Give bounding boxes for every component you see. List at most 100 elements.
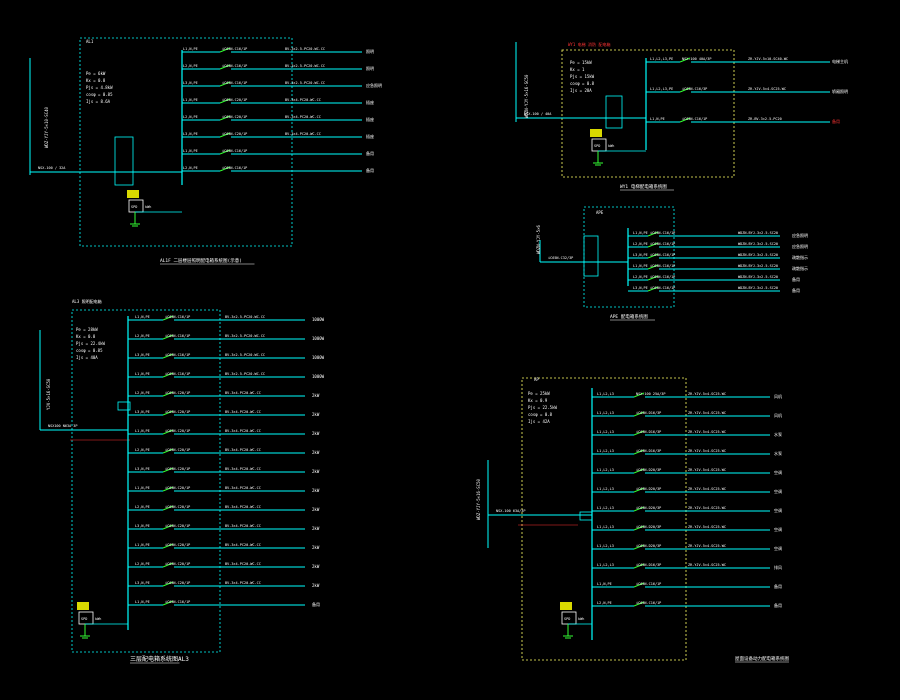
panel-param: cosφ = 0.85 (76, 348, 103, 353)
branch-phase: L1,N,PE (183, 149, 198, 153)
branch-phase: L3,N,PE (135, 353, 150, 357)
branch-cable: ZR-YJV-5×4-SC25-WC (688, 544, 726, 548)
branch-load: 疏散指示 (792, 265, 808, 271)
panel-title: AL1F 二层楼层照明配电箱系统图(示意) (160, 257, 242, 264)
breaker-symbol (633, 563, 645, 569)
panel-param: Pe = 15kW (570, 60, 592, 65)
breaker-symbol (162, 410, 174, 416)
breaker-symbol (162, 315, 174, 321)
branch-breaker: NSX-100 40A/3P (682, 57, 712, 61)
branch-load: 应急照明 (792, 232, 808, 238)
branch-load: 2kW (312, 564, 320, 569)
branch-phase: L1,L2,L3 (597, 544, 614, 548)
branch-cable: BV-3×4-PC20-WC.CC (225, 562, 261, 566)
breaker-symbol (633, 392, 645, 398)
panel-param: Pe = 25kW (528, 391, 550, 396)
breaker-symbol (162, 600, 174, 606)
breaker-symbol (162, 353, 174, 359)
panel-param: Kx = 0.9 (528, 398, 548, 403)
branch-breaker: iC65N-C16/1P (222, 64, 247, 68)
branch-phase: L2,N,PE (135, 505, 150, 509)
breaker-symbol (633, 506, 645, 512)
branch-load: 照明 (366, 66, 374, 71)
branch-breaker: iC65N-C20/1P (222, 115, 247, 119)
breaker-symbol (162, 486, 174, 492)
branch-breaker: iC65N-C16/1P (682, 117, 707, 121)
breaker-symbol (219, 115, 231, 121)
branch-cable: BV-3×4-PC20-WC.CC (285, 115, 321, 119)
breaker-symbol (633, 411, 645, 417)
branch-load: 2kW (312, 545, 320, 550)
breaker-symbol (162, 524, 174, 530)
breaker-symbol (162, 429, 174, 435)
panel-frame (71, 309, 221, 653)
branch-load: 1000W (312, 336, 325, 341)
branch-phase: L1,L2,L3 (597, 525, 614, 529)
breaker-symbol (162, 543, 174, 549)
branch-load: 备用 (792, 287, 800, 293)
branch-phase: L2,N,PE (597, 601, 612, 605)
branch-phase: L1,L2,L3,PE (650, 57, 673, 61)
branch-cable: ZR-YJV-5×4-SC25-WC (688, 392, 726, 396)
panel-param: Ijs = 42A (528, 419, 550, 424)
branch-phase: L2,N,PE (633, 242, 648, 246)
panel-param: Ijs = 8.6A (86, 99, 111, 104)
spd-label: SPD (594, 144, 600, 148)
branch-load: 备用 (774, 583, 782, 589)
branch-load: 2kW (312, 488, 320, 493)
spd-tag (590, 129, 602, 137)
breaker-symbol (219, 81, 231, 87)
branch-load: 电梯主机 (832, 58, 848, 64)
spd-label: SPD (564, 617, 570, 621)
breaker-symbol (162, 505, 174, 511)
branch-cable: ZR-YJV-5×4-SC25-WC (748, 87, 786, 91)
breaker-symbol (633, 487, 645, 493)
branch-breaker: iC65N-D16/3P (636, 449, 661, 453)
main-switch-box (114, 136, 134, 186)
breaker-symbol (647, 253, 659, 259)
panel-title: APE 配电箱系统图 (610, 313, 648, 320)
breaker-symbol (162, 391, 174, 397)
branch-load: 2kW (312, 469, 320, 474)
branch-breaker: NSX-100 25A/3P (636, 392, 666, 396)
branch-phase: L3,N,PE (183, 81, 198, 85)
panel-header: WY1 电梯 消防 配电箱 (568, 41, 610, 47)
panel-param: Pjs = 22.4kW (76, 341, 105, 346)
breaker-symbol (633, 582, 645, 588)
branch-breaker: iC65N-C16/1P (165, 315, 190, 319)
breaker-symbol (647, 286, 659, 292)
spd-label: SPD (81, 617, 87, 621)
branch-load: 轿厢照明 (832, 88, 848, 94)
branch-cable: ZR-YJV-5×4-SC25-WC (688, 430, 726, 434)
panel-param: Kx = 1 (570, 67, 585, 72)
breaker-symbol (633, 601, 645, 607)
branch-cable: WDZN-BYJ-3×2.5-SC20 (738, 264, 778, 268)
branch-breaker: iC65N-C20/1P (165, 448, 190, 452)
main-switch-box (579, 511, 593, 521)
breaker-symbol (633, 449, 645, 455)
branch-phase: L2,N,PE (135, 448, 150, 452)
branch-breaker: iC65N-C16/1P (165, 353, 190, 357)
branch-phase: L1,L2,L3,PE (650, 87, 673, 91)
branch-breaker: iC65N-C20/1P (165, 524, 190, 528)
branch-cable: ZR-YJV-5×4-SC25-WC (688, 468, 726, 472)
breaker-symbol (219, 149, 231, 155)
